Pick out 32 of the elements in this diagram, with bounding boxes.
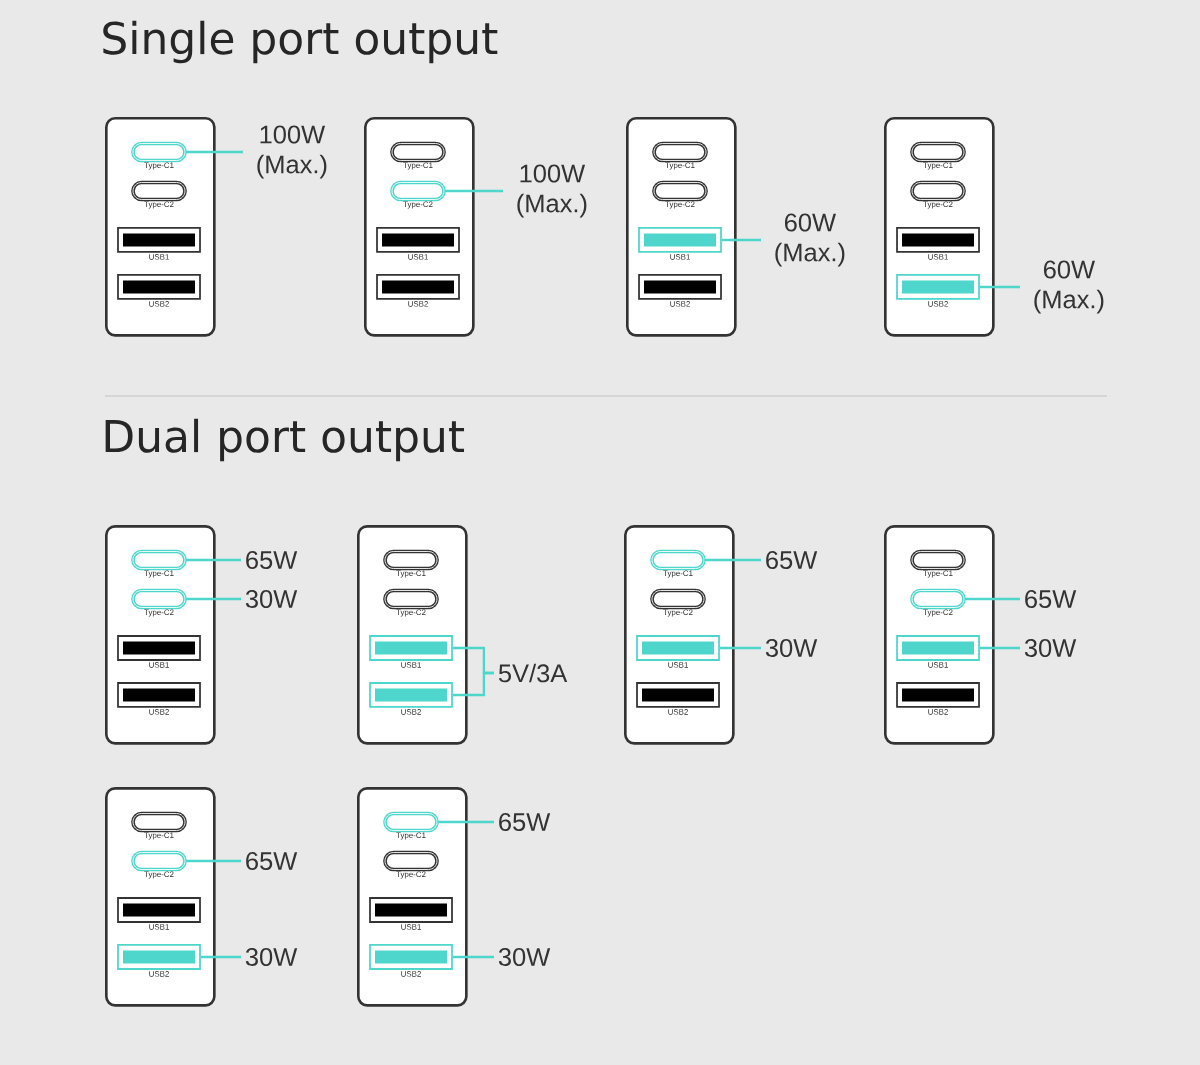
connector-line xyxy=(452,671,494,697)
power-label: 30W xyxy=(498,947,551,966)
power-label: 30W xyxy=(245,947,298,966)
connector-line xyxy=(704,558,761,562)
connector-line xyxy=(719,646,761,650)
connector-line xyxy=(185,597,241,601)
power-label: 30W xyxy=(765,638,818,657)
power-label: 65W xyxy=(766,550,818,569)
power-label: 65W xyxy=(499,812,551,831)
section-heading: Single port output xyxy=(103,20,498,64)
power-label: 30W xyxy=(1024,638,1077,657)
connector-line xyxy=(721,238,761,242)
power-label: 100W (Max.) xyxy=(517,164,587,218)
connector-line xyxy=(200,955,241,959)
power-label: 65W xyxy=(246,851,298,870)
section-heading: Dual port output xyxy=(105,418,465,462)
power-label: 65W xyxy=(246,550,298,569)
connector-line xyxy=(964,597,1020,601)
power-label: 65W xyxy=(1025,589,1077,608)
connector-line xyxy=(979,646,1020,650)
power-label: 30W xyxy=(245,589,298,608)
connector-line xyxy=(185,150,243,154)
connector-line xyxy=(979,285,1020,289)
power-label: 5V/3A xyxy=(498,663,568,683)
power-label: 60W (Max.) xyxy=(775,213,845,267)
connector-line xyxy=(185,558,241,562)
power-label: 60W (Max.) xyxy=(1034,260,1104,314)
connector-line xyxy=(185,859,241,863)
power-label: 100W (Max.) xyxy=(257,125,327,179)
connector-line xyxy=(444,189,503,193)
connector-line xyxy=(452,955,494,959)
connector-line xyxy=(437,820,494,824)
